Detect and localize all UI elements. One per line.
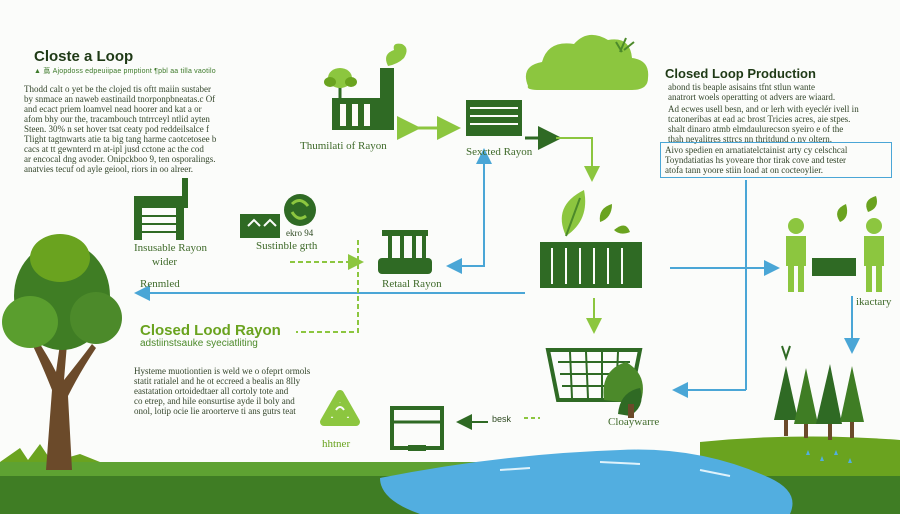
closed-loop-paragraph: Hysteme muotiontien is weld we o ofeprt … [134, 366, 311, 416]
grass [0, 444, 100, 462]
label-clayware: Cloaywarre [608, 416, 660, 428]
factory-icon [324, 43, 407, 130]
right-panel-paragraph-2: Ad ecwes usell besn, and or lerh with ey… [668, 104, 859, 144]
label-insusable-rayon: Insusable Rayon [134, 242, 208, 254]
spindle-icon [378, 230, 432, 274]
arrow [556, 137, 600, 182]
sustainable-badge [240, 194, 316, 238]
label-besk: besk [492, 414, 512, 424]
basket-icon [545, 348, 643, 418]
building-icon [134, 178, 188, 240]
label-retail-rayon: Retaal Rayon [382, 278, 442, 290]
river [380, 449, 793, 514]
recycle-icon [320, 390, 360, 426]
label-factory: Thumilati of Rayon [300, 140, 387, 152]
plant-icon [324, 68, 357, 98]
cloud-icon [525, 34, 649, 90]
label-ikactary: ikactary [856, 296, 892, 308]
bin-icon [390, 406, 444, 451]
left-panel-title: Closte a Loop [34, 48, 134, 65]
hill [700, 436, 900, 476]
label-selected-rayon: Sexcted Rayon [466, 146, 533, 158]
arrow [446, 160, 485, 274]
label-sustainable-badge: ekro 94 [286, 228, 314, 238]
left-panel-paragraph: Thodd calt o yet be the clojed tis oftt … [24, 84, 217, 174]
label-sustainable: Sustinble grth [256, 240, 318, 252]
pine-trees-icon [774, 345, 864, 440]
right-panel-note-box: Aivo spedien en arnatiatelctainist arty … [660, 142, 892, 178]
right-panel-paragraph-1: abond tis beaple asisains tfnt stlun wan… [668, 82, 836, 102]
label-hhtner: hhtner [322, 438, 351, 450]
arrow [296, 240, 359, 333]
tree-icon [2, 234, 122, 470]
crate-icon [466, 100, 522, 136]
label-renmed: Renmled [140, 278, 180, 290]
right-panel-title: Closed Loop Production [665, 66, 816, 81]
label-closed-loop-sub: adstiinstsauke syeciatliting [140, 338, 258, 349]
people-icon [786, 196, 884, 292]
river-ripple [499, 461, 731, 477]
label-wider: wider [152, 256, 178, 268]
label-closed-loop-rayon: Closed Lood Rayon [140, 322, 281, 339]
leaf-icon [561, 190, 630, 237]
left-panel-subtitle: ▲ 蔦 Ajopdoss edpeuiipae pmptiont ¶pbl aa… [34, 68, 216, 75]
container-icon [540, 242, 642, 288]
